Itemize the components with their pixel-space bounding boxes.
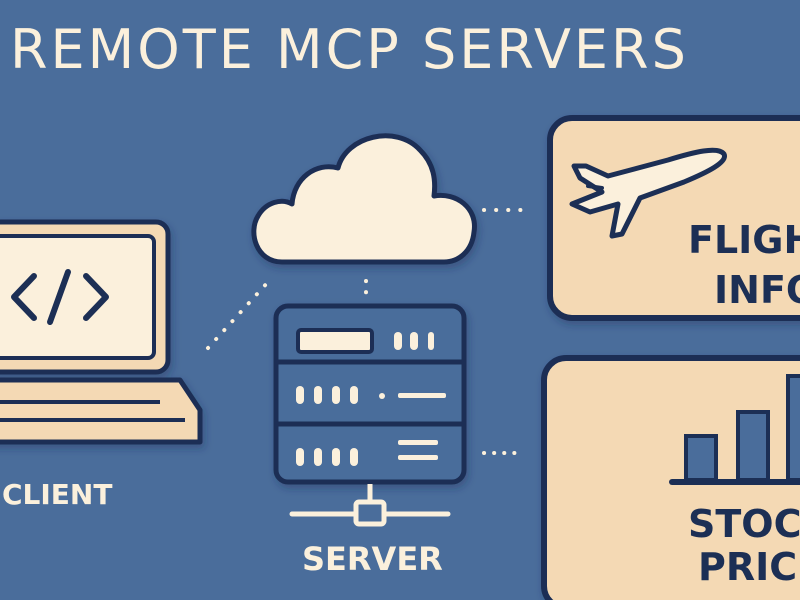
cloud-icon [251, 133, 477, 265]
connector-client-server [206, 280, 270, 350]
server-label: SERVER [302, 540, 443, 578]
airplane-icon [569, 147, 727, 239]
network-connector-icon [289, 484, 451, 527]
page-title: REMOTE MCP SERVERS [10, 18, 689, 81]
stock-prices-label-line2: PRIC [698, 545, 798, 589]
code-brackets-icon [11, 269, 109, 325]
flight-info-label-line1: FLIGH [688, 218, 800, 262]
stock-prices-label-line1: STOC [688, 502, 800, 546]
bar-chart-icon [669, 374, 800, 485]
flight-info-label-line2: INFO [714, 268, 800, 312]
client-label: CLIENT [2, 478, 113, 511]
laptop-icon [0, 219, 203, 445]
flight-info-card [547, 115, 800, 321]
server-rack-icon [273, 303, 467, 485]
